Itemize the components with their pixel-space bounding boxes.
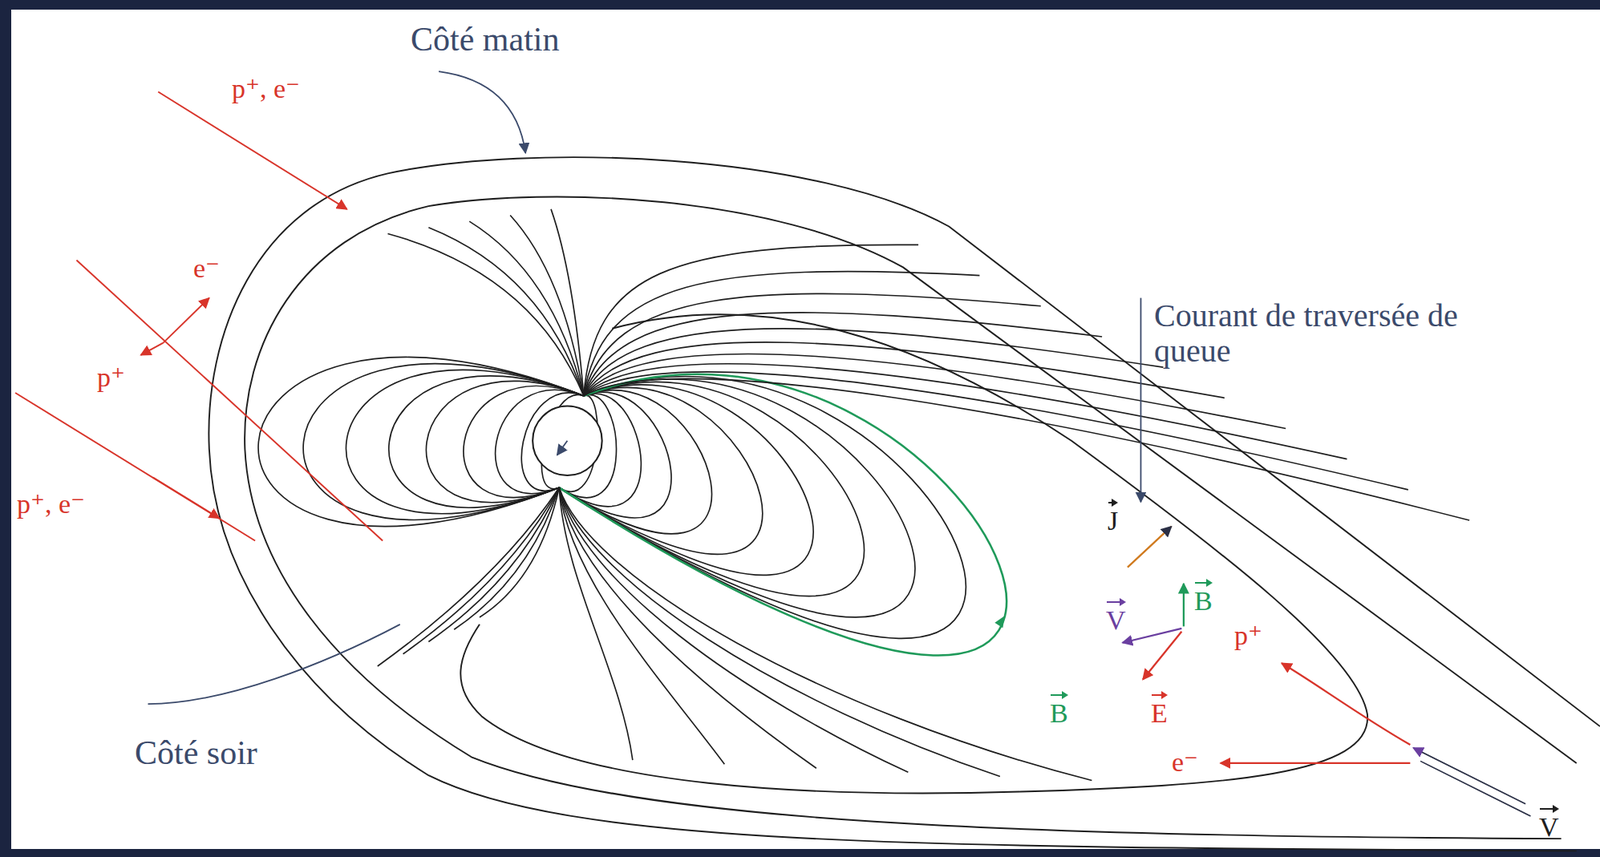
wind-arrow	[157, 92, 347, 210]
leader-line	[438, 71, 526, 154]
vector-label: J	[1105, 498, 1121, 536]
field-line	[583, 342, 1225, 398]
current-label: Courant de traversée de queue	[1151, 298, 1494, 369]
velocity-vector	[1122, 628, 1183, 644]
electron-branch	[163, 298, 210, 344]
field-line	[387, 233, 584, 396]
wind-arrow	[153, 477, 220, 519]
magnetopause	[208, 157, 1600, 851]
field-line	[583, 328, 1164, 397]
field-line	[558, 379, 916, 618]
vector-label: E	[1148, 691, 1171, 729]
leader-line	[1140, 298, 1143, 503]
proton-drift	[1281, 663, 1410, 746]
earth	[532, 406, 603, 477]
field-arrowhead	[994, 615, 1005, 628]
field-line	[558, 487, 908, 773]
field-vector	[1182, 583, 1185, 627]
field-line	[558, 381, 864, 596]
field-line	[583, 312, 1102, 397]
solar-wind	[15, 92, 383, 542]
field-line	[558, 487, 1092, 781]
particle-label: p⁺, e⁻	[229, 73, 303, 104]
wind-line	[76, 260, 383, 542]
field-line	[558, 487, 1001, 777]
flow-line	[1420, 761, 1531, 817]
field-line	[469, 221, 584, 397]
vector-label: B	[1191, 579, 1216, 616]
electric-vector	[1142, 631, 1182, 681]
field-line	[377, 487, 559, 667]
field-line	[583, 364, 1348, 460]
vector-label: V	[1536, 805, 1562, 843]
particle-label: p⁺	[94, 362, 128, 393]
field-lines	[258, 209, 1470, 782]
field-line	[428, 227, 584, 397]
field-line	[558, 384, 814, 576]
earth-axis	[557, 441, 568, 456]
field-line	[583, 372, 1409, 491]
field-line	[558, 487, 817, 769]
field-line	[583, 379, 1470, 522]
field-line	[558, 487, 633, 761]
electron-drift	[1220, 762, 1411, 765]
plasma-sheet-boundary	[460, 314, 1368, 794]
side-label: Côté matin	[408, 20, 562, 58]
white-panel	[11, 9, 1600, 850]
particle-label: p⁺, e⁻	[14, 489, 88, 519]
field-line	[583, 271, 981, 397]
leader-line	[147, 624, 400, 705]
proton-branch	[141, 343, 164, 356]
highlighted-field-line	[558, 374, 1007, 657]
particle-label: e⁻	[190, 253, 223, 284]
vector-label: B	[1047, 691, 1071, 729]
vectors	[1122, 526, 1532, 817]
particle-label: e⁻	[1169, 747, 1201, 778]
particle-label: p⁺	[1231, 620, 1265, 651]
current-vector	[1127, 526, 1172, 568]
flow-vector	[1413, 748, 1526, 805]
inner-boundary	[244, 196, 1577, 839]
vector-label: V	[1103, 598, 1129, 636]
outer-boundary	[208, 157, 1600, 851]
side-label: Côté soir	[132, 734, 260, 772]
